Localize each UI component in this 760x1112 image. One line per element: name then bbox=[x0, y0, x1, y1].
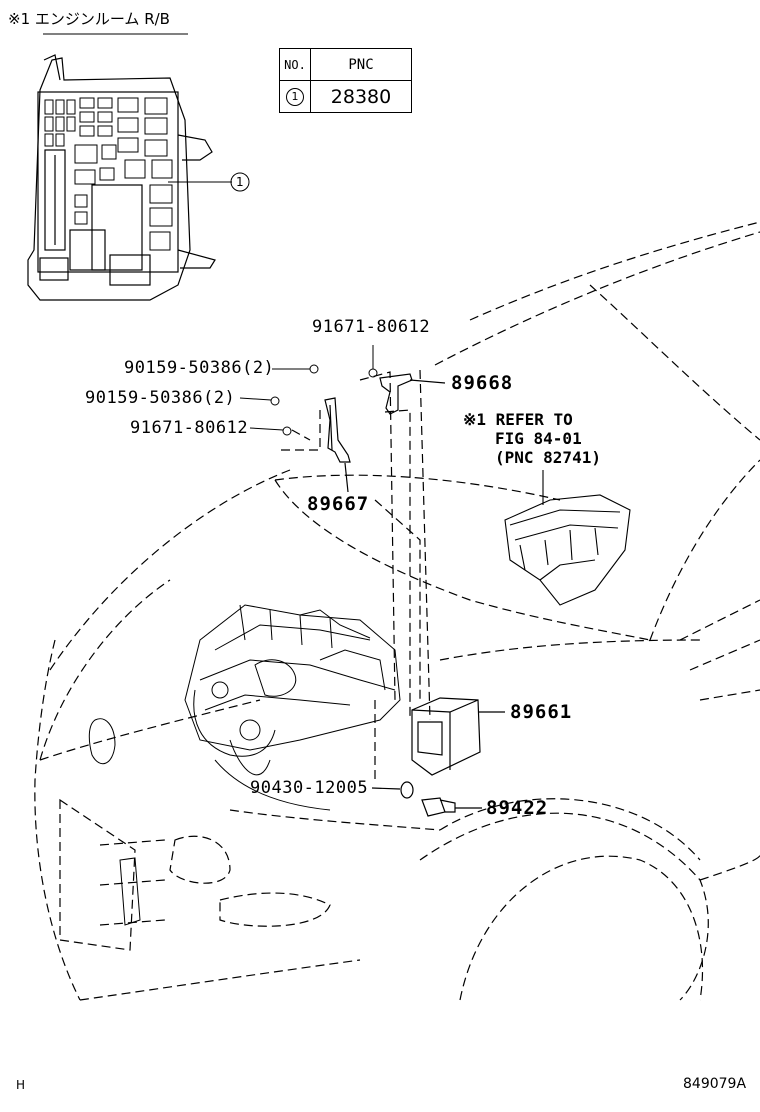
pnc-col-pnc: PNC bbox=[310, 48, 412, 81]
engine-room-relay-block bbox=[27, 54, 250, 301]
label-91671-left[interactable]: 91671-80612 bbox=[130, 418, 249, 438]
pnc-row-value: 28380 bbox=[310, 80, 412, 113]
label-89667[interactable]: 89667 bbox=[307, 493, 370, 515]
callout-circle-rb bbox=[230, 172, 250, 192]
bracket-89667 bbox=[324, 397, 351, 493]
referenced-relay-block bbox=[504, 470, 631, 606]
footer-diagram-id: 849079A bbox=[683, 1076, 747, 1092]
footer-left: H bbox=[16, 1078, 26, 1092]
label-89668[interactable]: 89668 bbox=[451, 372, 514, 394]
ecu-89661 bbox=[411, 697, 505, 776]
bracket-89668 bbox=[379, 373, 446, 415]
refer-note-line3: (PNC 82741) bbox=[495, 448, 601, 467]
pnc-table: NO. PNC 1 28380 bbox=[279, 48, 412, 113]
pnc-row-no: 1 bbox=[279, 80, 311, 113]
label-90430[interactable]: 90430-12005 bbox=[250, 778, 369, 798]
label-90159-a[interactable]: 90159-50386(2) bbox=[124, 358, 275, 378]
engine-assembly bbox=[184, 604, 401, 776]
front-bumper bbox=[88, 718, 331, 926]
label-89661[interactable]: 89661 bbox=[510, 701, 573, 723]
callout-number-rb: 1 bbox=[236, 175, 244, 189]
refer-note-line1: ※1 REFER TO bbox=[463, 410, 573, 429]
pnc-row-no-circle: 1 bbox=[286, 87, 304, 106]
refer-note-line2: FIG 84-01 bbox=[495, 429, 582, 448]
label-89422[interactable]: 89422 bbox=[486, 797, 549, 819]
label-91671-top[interactable]: 91671-80612 bbox=[312, 317, 431, 337]
header-title: ※1 エンジンルーム R/B bbox=[8, 10, 170, 28]
screws bbox=[239, 345, 378, 436]
label-90159-b[interactable]: 90159-50386(2) bbox=[85, 388, 236, 408]
sensor-89422 bbox=[371, 781, 482, 817]
vehicle-outline bbox=[34, 221, 760, 1001]
pnc-col-no: NO. bbox=[279, 48, 311, 81]
